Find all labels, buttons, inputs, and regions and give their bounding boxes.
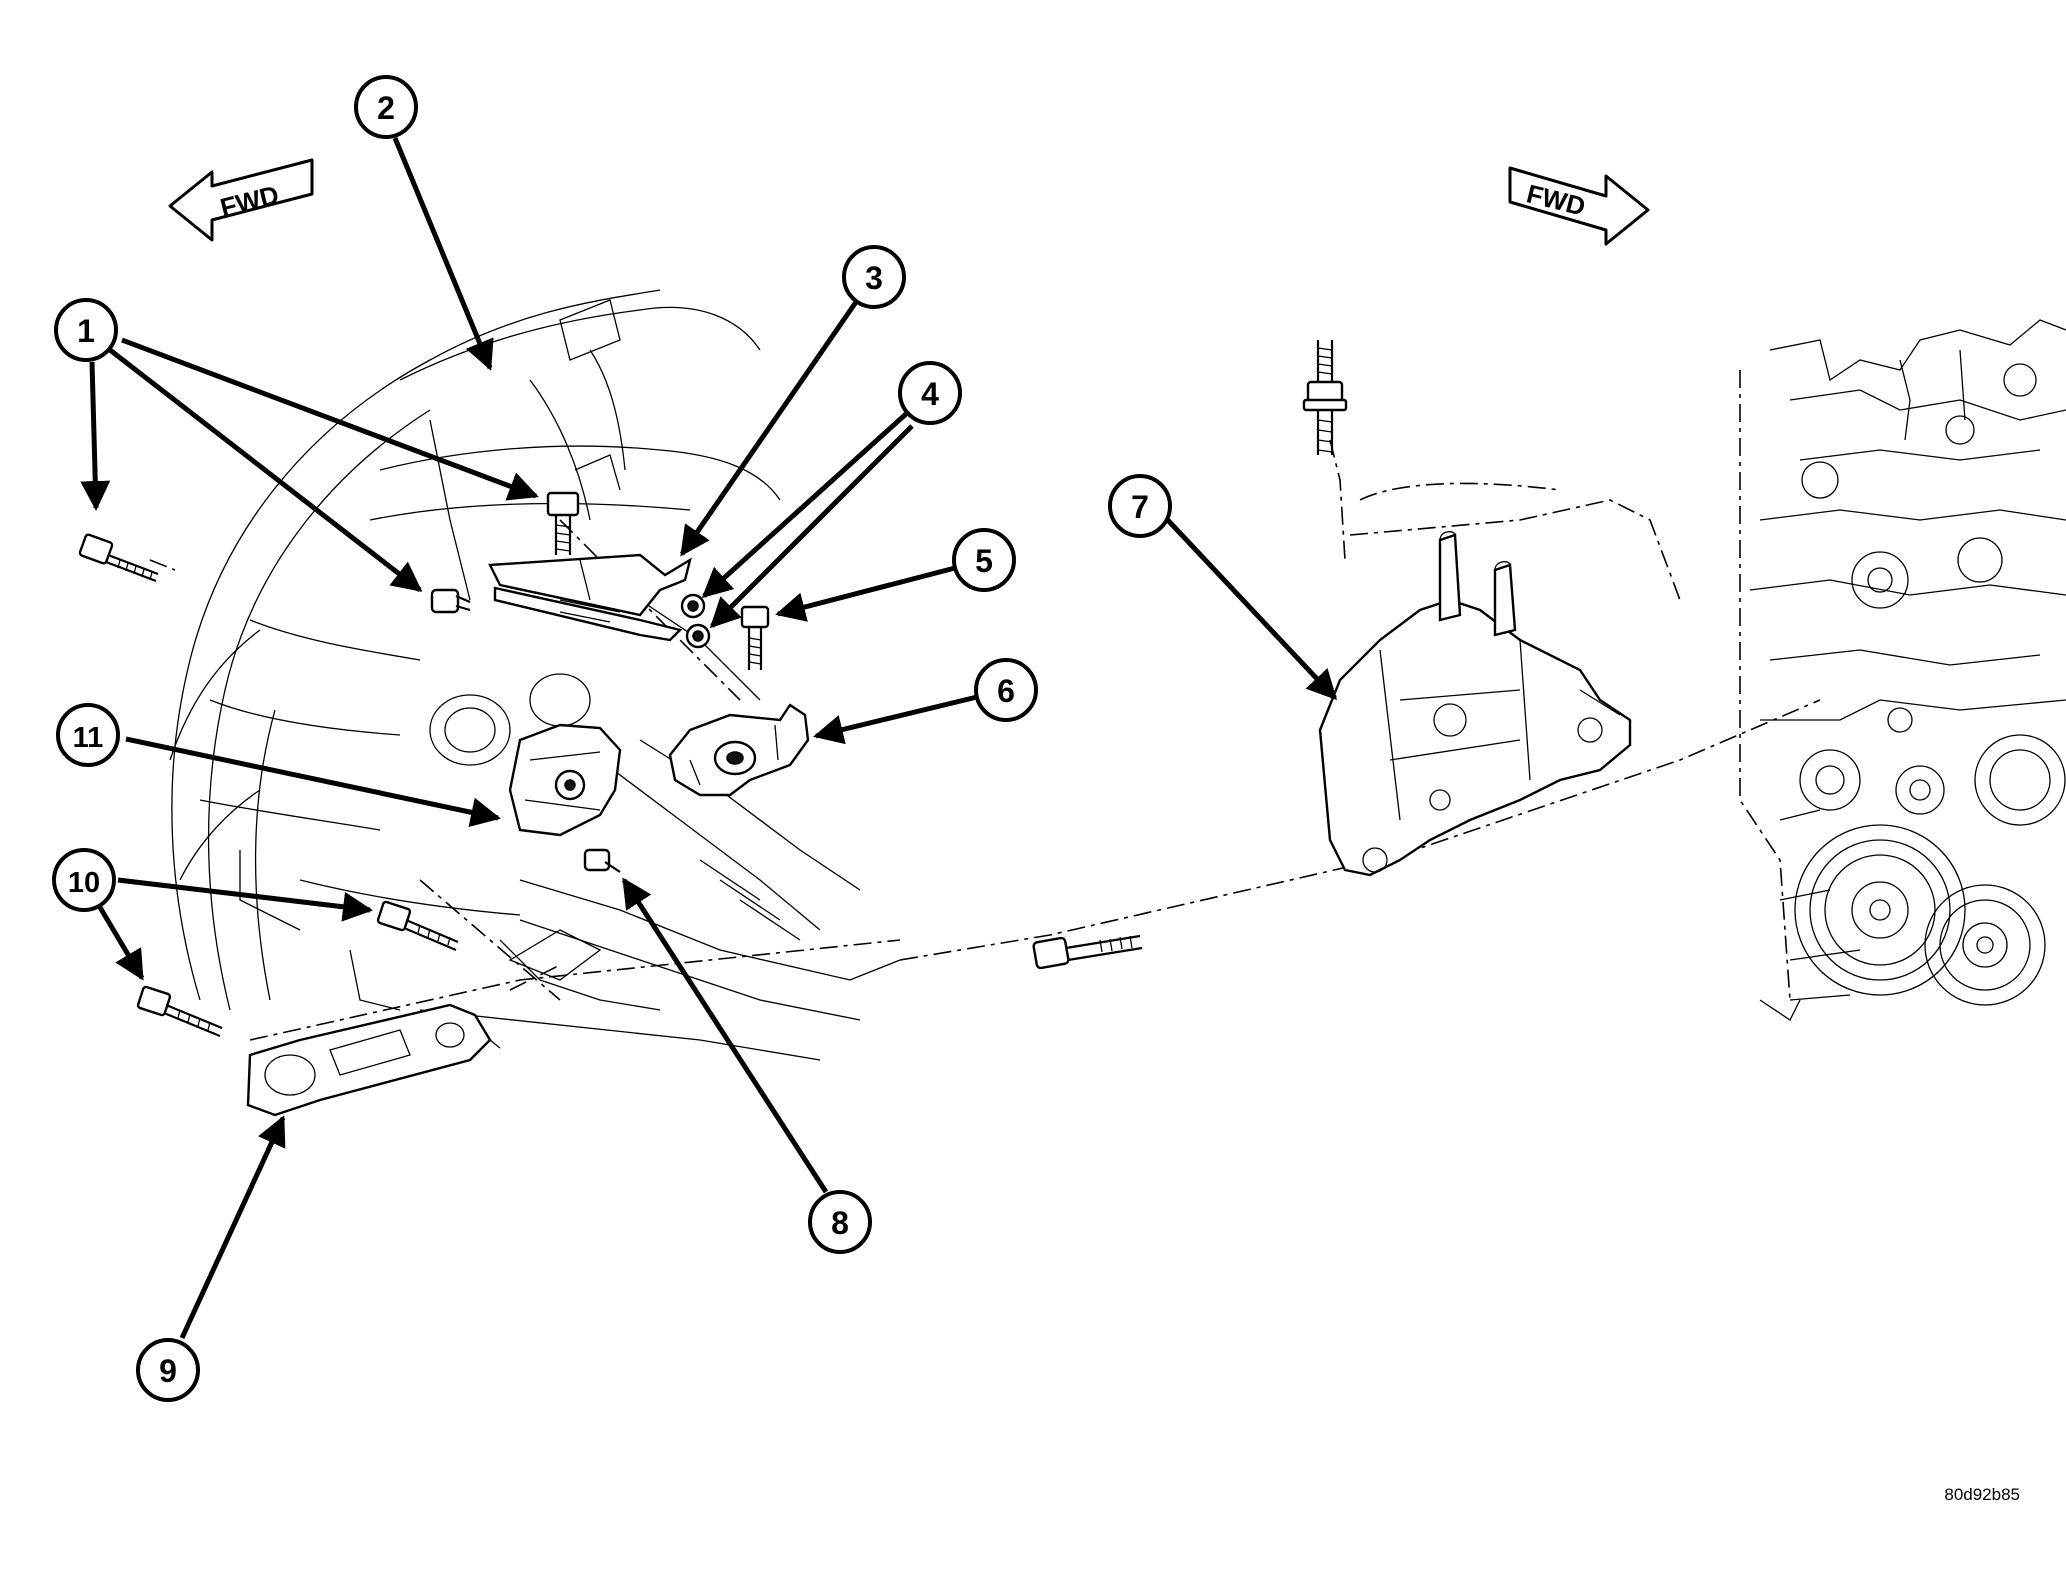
callout-4: 4 bbox=[898, 361, 962, 425]
leader-4a bbox=[701, 412, 908, 599]
svg-text:2: 2 bbox=[377, 90, 395, 126]
callout-2: 2 bbox=[354, 75, 418, 139]
leader-1a bbox=[80, 361, 111, 511]
leader-4b bbox=[709, 424, 914, 629]
leader-6 bbox=[813, 694, 978, 745]
callout-3: 3 bbox=[842, 245, 906, 309]
fwd-label-right: FWD bbox=[1524, 178, 1589, 221]
leader-10a bbox=[117, 877, 373, 922]
long-bolt-right bbox=[1032, 934, 1143, 970]
leader-1c bbox=[121, 337, 539, 501]
callout-6: 6 bbox=[974, 658, 1038, 722]
left-assembly-centerlines bbox=[149, 519, 901, 1041]
svg-text:5: 5 bbox=[975, 543, 993, 579]
fwd-arrow-left: FWD bbox=[168, 158, 314, 242]
bolt-8 bbox=[583, 848, 621, 873]
leader-1b bbox=[108, 348, 423, 592]
leader-7 bbox=[1161, 513, 1338, 701]
stud-bolt-right bbox=[1302, 340, 1348, 455]
leader-8 bbox=[621, 877, 829, 1194]
leader-lines bbox=[80, 137, 1338, 1340]
callout-11: 11 bbox=[56, 703, 120, 767]
leader-11 bbox=[125, 736, 501, 828]
figure-id: 80d92b85 bbox=[1944, 1485, 2020, 1504]
fwd-arrow-right: FWD bbox=[1508, 166, 1650, 246]
strut-part-9 bbox=[246, 1003, 501, 1117]
callout-5: 5 bbox=[952, 528, 1016, 592]
engine-block-sketch bbox=[1739, 319, 2066, 1021]
body-structure-sketch bbox=[169, 289, 901, 1061]
svg-text:1: 1 bbox=[77, 313, 95, 349]
svg-text:11: 11 bbox=[73, 722, 104, 754]
bracket-part-3 bbox=[488, 553, 692, 642]
nut-4a bbox=[680, 593, 706, 619]
leader-2 bbox=[392, 137, 494, 371]
bolt-10b bbox=[136, 985, 223, 1038]
svg-text:9: 9 bbox=[159, 1353, 177, 1389]
svg-text:3: 3 bbox=[865, 260, 883, 296]
leader-10b bbox=[95, 902, 145, 981]
callout-9: 9 bbox=[136, 1338, 200, 1402]
leader-3 bbox=[679, 300, 859, 557]
callout-10: 10 bbox=[52, 848, 116, 912]
svg-text:4: 4 bbox=[921, 376, 939, 412]
svg-text:6: 6 bbox=[997, 673, 1015, 709]
bolt-5 bbox=[740, 605, 770, 670]
svg-text:10: 10 bbox=[68, 867, 100, 899]
bracket-part-7 bbox=[1318, 531, 1632, 877]
leader-9 bbox=[179, 1115, 286, 1340]
mount-part-11 bbox=[508, 723, 622, 837]
leader-5 bbox=[775, 565, 956, 622]
svg-text:7: 7 bbox=[1131, 489, 1149, 525]
callout-badges: 1 2 3 4 5 6 7 8 bbox=[52, 75, 1172, 1402]
bolt-10a bbox=[376, 900, 459, 952]
callout-1: 1 bbox=[54, 298, 118, 362]
bolt-1a bbox=[78, 533, 159, 583]
svg-text:8: 8 bbox=[831, 1205, 849, 1241]
nut-4b bbox=[685, 623, 711, 649]
callout-8: 8 bbox=[808, 1190, 872, 1254]
bolt-1c bbox=[430, 588, 471, 614]
mount-part-6 bbox=[668, 703, 810, 797]
callout-7: 7 bbox=[1108, 474, 1172, 538]
bolt-1b bbox=[546, 491, 580, 555]
